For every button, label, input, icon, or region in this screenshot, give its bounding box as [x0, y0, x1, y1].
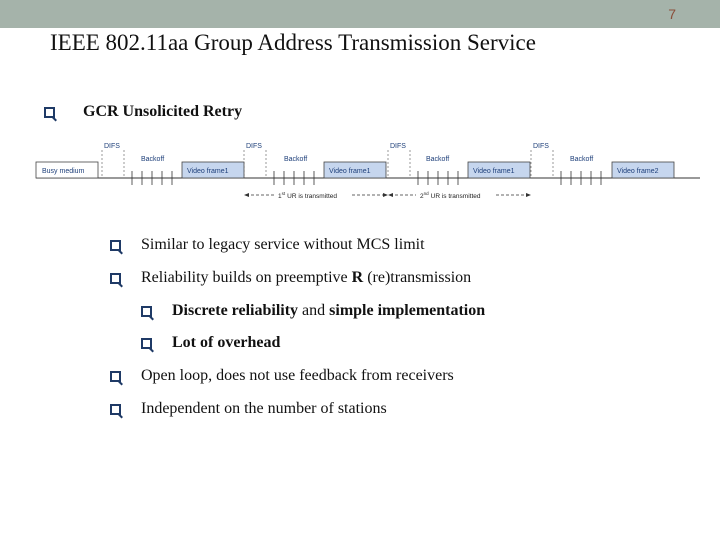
- backoff-label-1: Backoff: [141, 156, 164, 163]
- checkbox-bullet-icon: [110, 403, 121, 415]
- checkbox-bullet-icon: [110, 239, 121, 251]
- bullet-text: Independent on the number of stations: [141, 400, 387, 417]
- bullet-gcr-unsolicited-retry: GCR Unsolicited Retry: [44, 103, 242, 121]
- top-bar: [0, 0, 720, 28]
- checkbox-bullet-icon: [110, 370, 121, 382]
- bullet-text: Lot of overhead: [172, 334, 281, 351]
- backoff-label-4: Backoff: [570, 156, 593, 163]
- bullet-text: Similar to legacy service without MCS li…: [141, 236, 425, 253]
- video-frame-label-1: Video frame1: [187, 168, 229, 175]
- bullet-open-loop: Open loop, does not use feedback from re…: [110, 367, 454, 385]
- difs-label-3: DIFS: [390, 143, 406, 150]
- difs-label-4: DIFS: [533, 143, 549, 150]
- bullet-similar-legacy: Similar to legacy service without MCS li…: [110, 236, 425, 254]
- video-frame-label-2: Video frame1: [329, 168, 371, 175]
- bullet-independent: Independent on the number of stations: [110, 400, 387, 418]
- video-frame-label-3: Video frame1: [473, 168, 515, 175]
- video-frame-box-4: [611, 161, 675, 179]
- busy-medium-label: Busy medium: [42, 168, 85, 175]
- video-frame-box-2: [323, 161, 387, 179]
- checkbox-bullet-icon: [141, 337, 152, 349]
- slide-title: IEEE 802.11aa Group Address Transmission…: [50, 30, 536, 55]
- busy-medium-box: [35, 161, 99, 179]
- difs-label-2: DIFS: [246, 143, 262, 150]
- section-heading: GCR Unsolicited Retry: [83, 103, 243, 120]
- gcr-timing-diagram: Busy medium DIFS DIFS DIFS DIFS Backoff …: [35, 143, 700, 200]
- bullet-reliability: Reliability builds on preemptive R (re)t…: [110, 269, 471, 287]
- video-frame-box-3: [467, 161, 531, 179]
- checkbox-bullet-icon: [44, 106, 55, 118]
- checkbox-bullet-icon: [141, 305, 152, 317]
- bullet-discrete-reliability: Discrete reliability and simple implemen…: [141, 302, 485, 320]
- bullet-text: Discrete reliability and simple implemen…: [172, 302, 486, 319]
- backoff-label-2: Backoff: [284, 156, 307, 163]
- bullet-overhead: Lot of overhead: [141, 334, 280, 352]
- bullet-text: Reliability builds on preemptive R (re)t…: [141, 269, 472, 286]
- difs-label-1: DIFS: [104, 143, 120, 150]
- video-frame-box-1: [181, 161, 245, 179]
- backoff-label-3: Backoff: [426, 156, 449, 163]
- page-number: 7: [668, 6, 676, 22]
- bullet-text: Open loop, does not use feedback from re…: [141, 367, 454, 384]
- video-frame-label-4: Video frame2: [617, 168, 659, 175]
- checkbox-bullet-icon: [110, 272, 121, 284]
